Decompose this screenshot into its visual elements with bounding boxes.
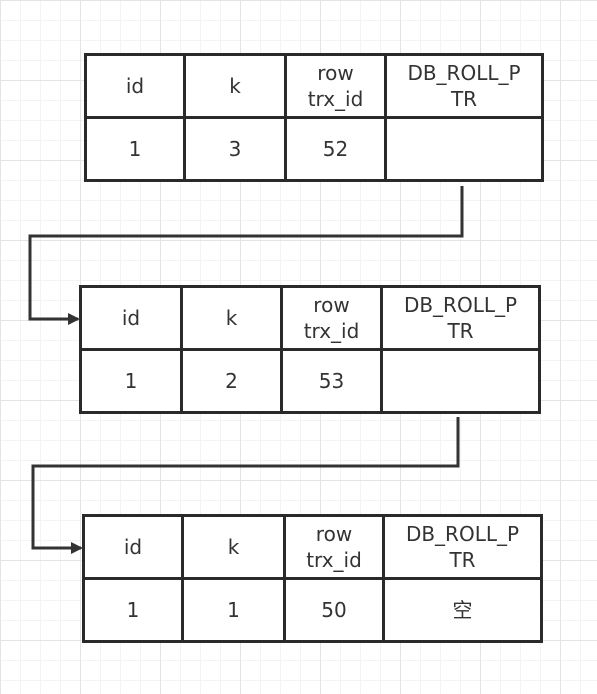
header-row-trx-id: row trx_id <box>283 514 385 580</box>
header-db-roll-ptr: DB_ROLL_P TR <box>380 285 541 351</box>
header-id: id <box>82 514 184 580</box>
record-header-row: id k row trx_id DB_ROLL_P TR <box>82 514 543 580</box>
header-row-trx-id: row trx_id <box>284 53 387 119</box>
value-id: 1 <box>79 348 183 414</box>
record-value-row: 1 1 50 空 <box>82 577 543 643</box>
value-db-roll-ptr <box>380 348 541 414</box>
header-db-roll-ptr: DB_ROLL_P TR <box>384 53 544 119</box>
value-k: 1 <box>181 577 286 643</box>
rollptr-connector-2-to-3 <box>31 417 460 554</box>
record-header-row: id k row trx_id DB_ROLL_P TR <box>79 285 541 351</box>
value-id: 1 <box>84 116 186 182</box>
value-db-roll-ptr: 空 <box>382 577 543 643</box>
value-id: 1 <box>82 577 184 643</box>
value-row-trx-id: 52 <box>284 116 387 182</box>
header-k: k <box>183 53 287 119</box>
value-db-roll-ptr <box>384 116 544 182</box>
value-row-trx-id: 50 <box>283 577 385 643</box>
value-k: 3 <box>183 116 287 182</box>
header-db-roll-ptr: DB_ROLL_P TR <box>382 514 543 580</box>
record-value-row: 1 2 53 <box>79 348 541 414</box>
record-version-3: id k row trx_id DB_ROLL_P TR 1 1 50 空 <box>82 514 543 643</box>
header-id: id <box>84 53 186 119</box>
value-k: 2 <box>180 348 283 414</box>
record-header-row: id k row trx_id DB_ROLL_P TR <box>84 53 544 119</box>
record-version-1: id k row trx_id DB_ROLL_P TR 1 3 52 <box>84 53 544 182</box>
rollptr-connector-1-to-2 <box>28 186 464 325</box>
header-row-trx-id: row trx_id <box>280 285 383 351</box>
value-row-trx-id: 53 <box>280 348 383 414</box>
record-version-2: id k row trx_id DB_ROLL_P TR 1 2 53 <box>79 285 541 414</box>
header-id: id <box>79 285 183 351</box>
header-k: k <box>181 514 286 580</box>
header-k: k <box>180 285 283 351</box>
record-value-row: 1 3 52 <box>84 116 544 182</box>
